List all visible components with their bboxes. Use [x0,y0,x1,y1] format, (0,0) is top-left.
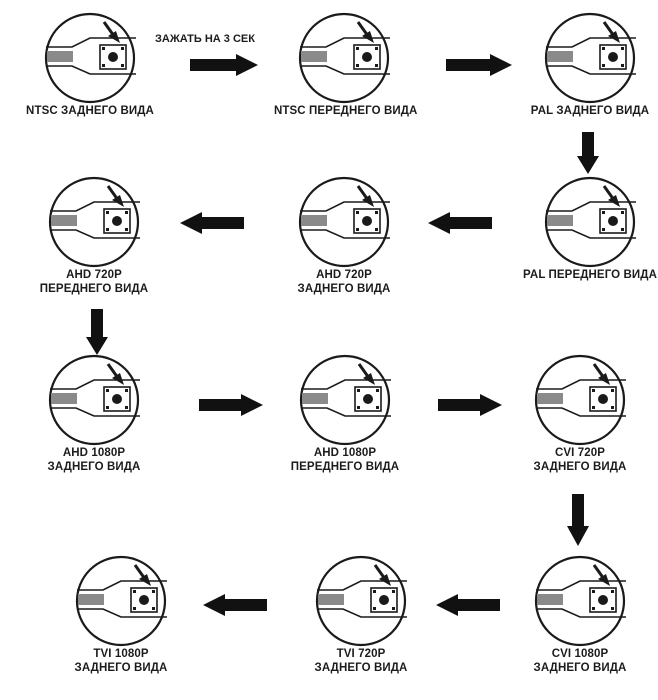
mode-label: AHD 1080P [313,447,377,459]
arrow-down-icon [86,309,108,355]
mode-pal-rear: PAL ЗАДНЕГО ВИДА [520,12,658,118]
mode-label-2: ЗАДНЕГО ВИДА [533,662,627,674]
mode-cvi720-rear: CVI 720P ЗАДНЕГО ВИДА [510,354,650,474]
button-circle-icon [299,354,391,446]
button-circle-icon [44,12,136,104]
mode-label: NTSC ЗАДНЕГО ВИДА [26,105,154,117]
mode-label-2: ЗАДНЕГО ВИДА [74,662,168,674]
mode-tvi720-rear: TVI 720P ЗАДНЕГО ВИДА [291,555,431,675]
mode-label-2: ЗАДНЕГО ВИДА [533,461,627,473]
arrow-down-icon [567,494,589,546]
button-circle-icon [544,12,636,104]
arrow-right-icon [190,54,258,76]
mode-label: AHD 1080P [62,447,126,459]
mode-label: CVI 720P [554,447,606,459]
mode-ahd720-front: AHD 720P ПЕРЕДНЕГО ВИДА [24,176,164,296]
button-circle-icon [48,176,140,268]
button-circle-icon [298,176,390,268]
mode-label-2: ПЕРЕДНЕГО ВИДА [39,283,149,295]
mode-label: AHD 720P [66,269,122,281]
mode-ahd1080-rear: AHD 1080P ЗАДНЕГО ВИДА [24,354,164,474]
arrow-right-icon [446,54,512,76]
arrow-down-icon [577,132,599,174]
arrow-right-icon [438,394,502,416]
arrow-right-icon [199,394,263,416]
mode-label-2: ЗАДНЕГО ВИДА [297,283,391,295]
arrow-left-icon [436,594,500,616]
mode-cvi1080-rear: CVI 1080P ЗАДНЕГО ВИДА [510,555,650,675]
button-circle-icon [534,354,626,446]
arrow-left-icon [180,212,244,234]
mode-label: AHD 720P [316,269,372,281]
button-circle-icon [544,176,636,268]
mode-ntsc-rear: NTSC ЗАДНЕГО ВИДА [20,12,160,118]
mode-label: NTSC ПЕРЕДНЕГО ВИДА [274,105,418,117]
hold-3-seconds-hint: ЗАЖАТЬ НА 3 СЕК [155,33,255,45]
mode-ntsc-front: NTSC ПЕРЕДНЕГО ВИДА [274,12,418,118]
arrow-left-icon [428,212,492,234]
button-circle-icon [298,12,390,104]
mode-label-2: ЗАДНЕГО ВИДА [47,461,141,473]
mode-pal-front: PAL ПЕРЕДНЕГО ВИДА [520,176,658,282]
mode-label: PAL ЗАДНЕГО ВИДА [530,105,650,117]
mode-label: PAL ПЕРЕДНЕГО ВИДА [523,269,657,281]
button-circle-icon [75,555,167,647]
button-circle-icon [534,555,626,647]
mode-label-2: ПЕРЕДНЕГО ВИДА [290,461,400,473]
mode-tvi1080-rear: TVI 1080P ЗАДНЕГО ВИДА [51,555,191,675]
button-circle-icon [48,354,140,446]
mode-label: TVI 720P [336,648,386,660]
mode-ahd720-rear: AHD 720P ЗАДНЕГО ВИДА [274,176,414,296]
mode-ahd1080-front: AHD 1080P ПЕРЕДНЕГО ВИДА [275,354,415,474]
mode-label: TVI 1080P [93,648,149,660]
mode-label: CVI 1080P [551,648,609,660]
mode-label-2: ЗАДНЕГО ВИДА [314,662,408,674]
button-circle-icon [315,555,407,647]
arrow-left-icon [203,594,267,616]
